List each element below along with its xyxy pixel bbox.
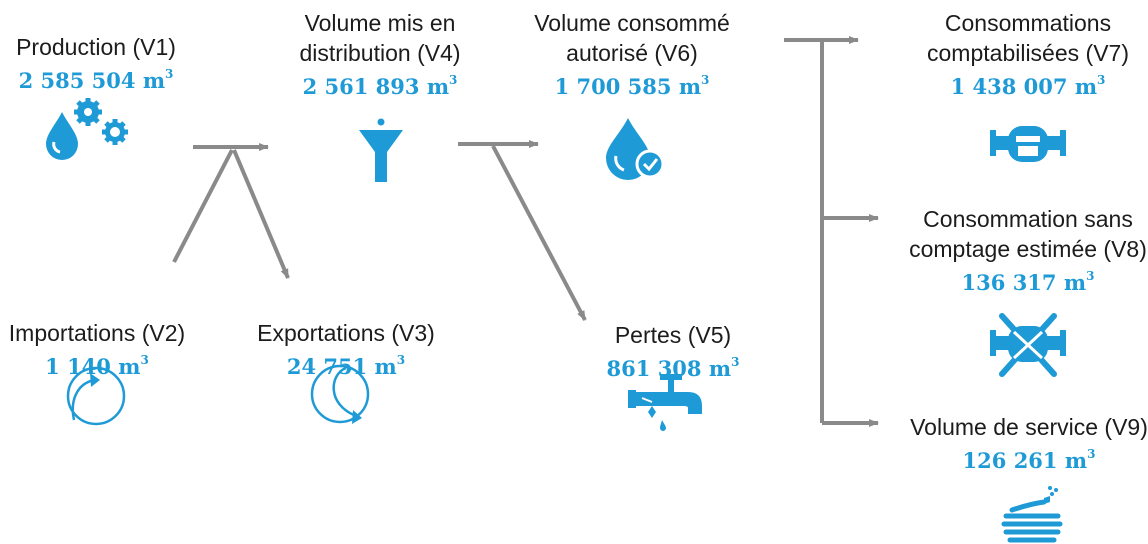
arrow-junction-to-exportations: [232, 149, 290, 279]
node-service: Volume de service (V9) 126 261 m3: [910, 412, 1148, 475]
node-label: Exportations (V3): [257, 320, 435, 346]
node-value: 861 308 m3: [606, 355, 740, 381]
node-production: Production (V1) 2 585 504 m3: [8, 32, 184, 95]
node-value: 24 751 m3: [286, 353, 406, 379]
node-value: 1 700 585 m3: [554, 73, 710, 99]
node-exportations: Exportations (V3) 24 751 m3: [246, 318, 446, 381]
water-meter-icon: [990, 126, 1066, 162]
hose-reel-icon: [1001, 486, 1063, 543]
node-value: 2 585 504 m3: [18, 67, 174, 93]
node-label: Volume de service (V9): [910, 414, 1148, 440]
node-value: 136 317 m3: [961, 269, 1095, 295]
funnel-icon: [359, 118, 403, 182]
water-drop-gears-icon: [46, 98, 128, 160]
arrow-importations-to-junction: [172, 149, 234, 263]
crossed-valve-icon: [990, 313, 1066, 377]
arrow-distribution-to-losses: [491, 145, 587, 321]
circular-arrow-in-icon: [66, 366, 126, 426]
node-label: Importations (V2): [8, 320, 186, 346]
node-label: Production (V1): [16, 34, 176, 60]
drop-check-icon: [606, 118, 665, 180]
node-value: 2 561 893 m3: [302, 73, 458, 99]
node-value: 1 438 007 m3: [950, 73, 1106, 99]
node-label: Pertes (V5): [614, 322, 732, 348]
circular-arrow-out-icon: [310, 364, 370, 424]
leaking-faucet-icon: [628, 374, 702, 431]
node-value: 126 261 m3: [962, 447, 1096, 473]
node-losses: Pertes (V5) 861 308 m3: [588, 320, 758, 383]
